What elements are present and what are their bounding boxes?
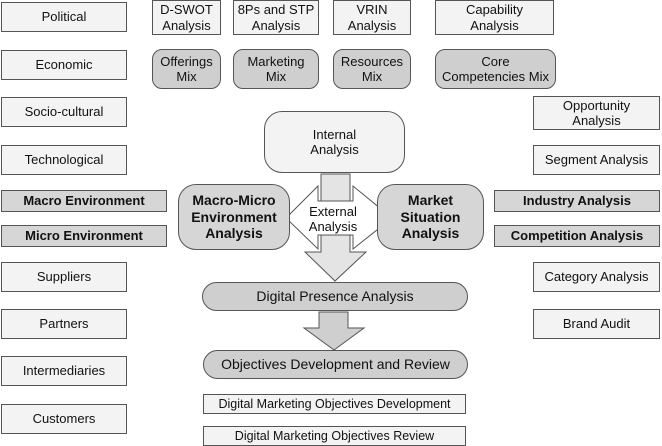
box-category-analysis: Category Analysis (533, 262, 660, 292)
box-industry-analysis: Industry Analysis (494, 190, 660, 212)
box-digital-presence-analysis: Digital Presence Analysis (202, 282, 468, 311)
box-marketing-mix: Marketing Mix (233, 49, 319, 89)
box-macro-micro-environment-analysis: Macro-Micro Environment Analysis (178, 184, 290, 250)
box-market-situation-analysis: Market Situation Analysis (377, 184, 484, 250)
box-micro-environment: Micro Environment (1, 225, 167, 247)
box-resources-mix: Resources Mix (333, 49, 411, 89)
box-macro-environment: Macro Environment (1, 190, 167, 212)
box-objectives-development-review: Objectives Development and Review (203, 350, 468, 379)
down-arrow-digital-presence (302, 311, 366, 351)
box-socio-cultural: Socio-cultural (1, 97, 127, 127)
box-8ps-stp-analysis: 8Ps and STP Analysis (233, 0, 319, 35)
box-internal-analysis: Internal Analysis (264, 111, 405, 173)
external-analysis-label: External Analysis (308, 204, 358, 235)
box-capability-analysis: Capability Analysis (435, 0, 554, 35)
box-d-swot-analysis: D-SWOT Analysis (152, 0, 221, 35)
box-dmo-development: Digital Marketing Objectives Development (203, 394, 466, 414)
box-economic: Economic (1, 50, 127, 80)
box-vrin-analysis: VRIN Analysis (333, 0, 411, 35)
box-competition-analysis: Competition Analysis (494, 225, 660, 247)
box-core-competencies-mix: Core Competencies Mix (435, 49, 556, 89)
box-technological: Technological (1, 145, 127, 175)
box-opportunity-analysis: Opportunity Analysis (533, 96, 660, 130)
box-intermediaries: Intermediaries (1, 356, 127, 386)
box-segment-analysis: Segment Analysis (533, 145, 660, 175)
box-offerings-mix: Offerings Mix (152, 49, 221, 89)
box-partners: Partners (1, 309, 127, 339)
box-political: Political (1, 2, 127, 32)
box-suppliers: Suppliers (1, 262, 127, 292)
box-customers: Customers (1, 404, 127, 434)
box-brand-audit: Brand Audit (533, 309, 660, 339)
box-dmo-review: Digital Marketing Objectives Review (203, 426, 466, 446)
